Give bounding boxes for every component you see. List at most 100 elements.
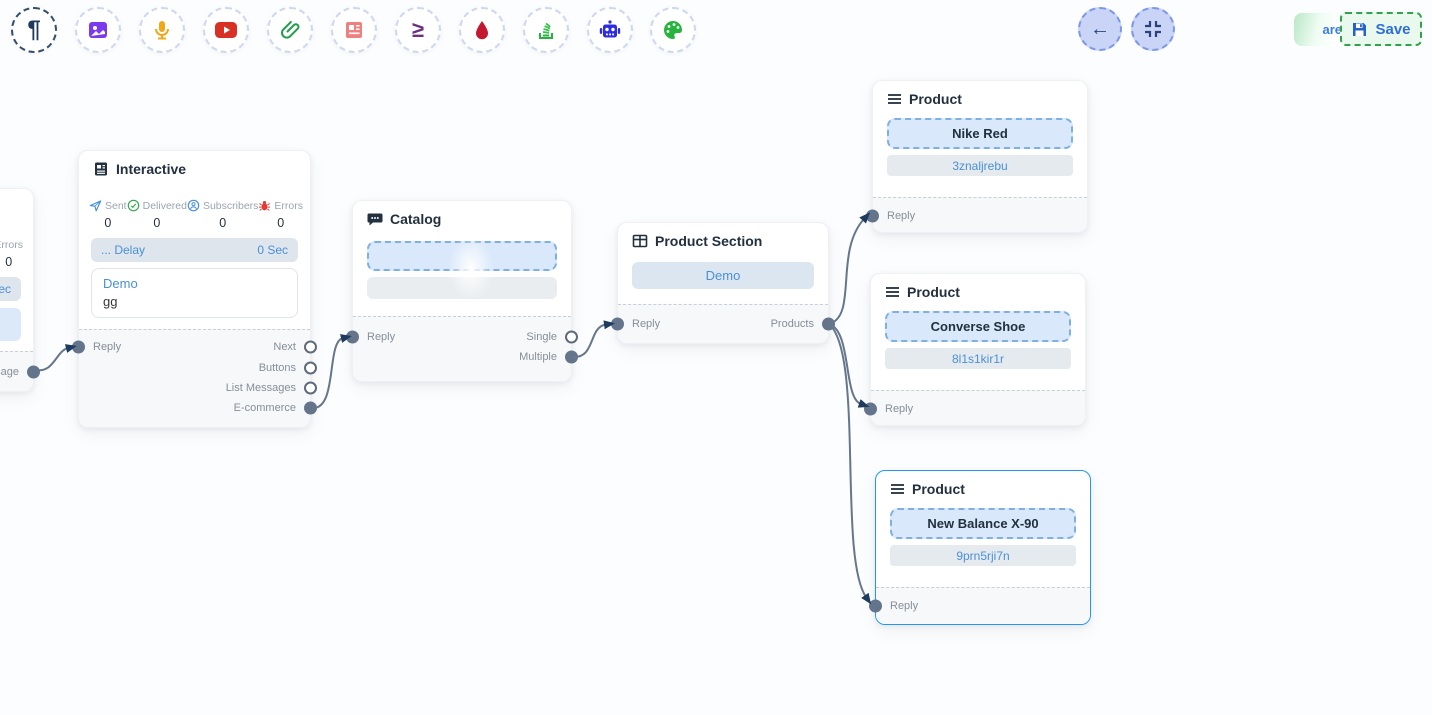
toolbar-sequence-button[interactable] (523, 7, 569, 53)
input-handle-reply[interactable] (346, 330, 359, 344)
output-label: Single (526, 331, 557, 343)
arrow-left-icon: ← (1090, 17, 1110, 40)
product-retailer-id-box[interactable]: 9prn5rji7n (890, 545, 1076, 566)
toolbar-drip-button[interactable] (459, 7, 505, 53)
edge-products-to-product-3 (828, 323, 872, 605)
output-handle-single[interactable] (565, 330, 578, 344)
product-retailer-id: 9prn5rji7n (956, 548, 1010, 563)
product-node-1[interactable]: Product Nike Red 3znaljrebu Reply (866, 80, 1088, 233)
input-handle-reply[interactable] (72, 340, 85, 354)
output-handle-ecommerce[interactable] (304, 401, 317, 415)
product-node-3[interactable]: Product New Balance X-90 9prn5rji7n Repl… (869, 470, 1091, 625)
newspaper-icon (346, 22, 362, 38)
stat-sent: Sent 0 (89, 199, 127, 230)
node-title: Product (909, 91, 962, 107)
message-content-box[interactable] (0, 308, 21, 341)
output-handle-buttons[interactable] (304, 361, 317, 374)
output-row-buttons: Buttons (79, 358, 317, 378)
menu-lines-icon (891, 484, 904, 494)
product-name-box[interactable]: Nike Red (887, 118, 1073, 149)
input-row-reply: Reply (869, 596, 1090, 616)
output-row-single: Single (353, 327, 578, 347)
catalog-image-blob (448, 235, 494, 301)
person-circle-icon (187, 199, 200, 212)
product-node-2[interactable]: Product Converse Shoe 8l1s1kir1r Reply (864, 273, 1086, 426)
save-icon (1353, 22, 1367, 36)
toolbar-condition-button[interactable]: ≥ (395, 7, 441, 53)
node-title: Interactive (116, 161, 187, 177)
stat-label: Subscribers (202, 199, 259, 212)
output-handle-products[interactable] (822, 317, 835, 331)
stat-errors: Errors 0 (0, 239, 23, 269)
save-button[interactable]: Save (1340, 12, 1422, 46)
stack-icon (539, 22, 553, 39)
product-name-box[interactable]: New Balance X-90 (890, 508, 1076, 539)
grid-table-icon (632, 234, 648, 248)
interactive-node[interactable]: Interactive Sent 0 (72, 150, 317, 428)
product-retailer-id-box[interactable]: 3znaljrebu (887, 155, 1073, 176)
input-handle-reply[interactable] (864, 402, 877, 416)
stat-delivered: Delivered 0 (127, 199, 187, 230)
stat-label: Errors (274, 199, 304, 212)
message-body: gg (103, 294, 118, 309)
message-preview-box[interactable]: Demo gg (91, 268, 298, 318)
reply-label: Reply (632, 318, 661, 330)
send-icon (89, 200, 102, 212)
toolbar-image-button[interactable] (75, 7, 121, 53)
product-retailer-id: 8l1s1kir1r (951, 351, 1005, 366)
product-retailer-id-box[interactable]: 8l1s1kir1r (885, 348, 1071, 369)
node-title: Product (907, 284, 960, 300)
node-footer: Reply Next Buttons List Messages E-comme… (72, 329, 317, 427)
output-row-next: Next (79, 337, 317, 357)
share-button-partial[interactable]: are (1294, 13, 1346, 46)
toolbar-text-button[interactable]: ¶ (11, 7, 57, 53)
delay-chip[interactable]: Sec (0, 277, 21, 301)
fit-view-button[interactable] (1131, 7, 1175, 51)
toolbar-audio-button[interactable] (139, 7, 185, 53)
image-icon (89, 22, 107, 38)
stat-value: 0 (219, 216, 227, 230)
section-name: Demo (705, 268, 741, 283)
message-node-partial[interactable]: Errors 0 Sec essage (0, 188, 40, 392)
delay-chip[interactable]: ... Delay 0 Sec (91, 238, 298, 262)
reply-label: Reply (885, 403, 914, 415)
youtube-icon (215, 22, 237, 38)
stat-errors: Errors 0 (258, 199, 303, 230)
edge-products-to-product-1 (828, 212, 871, 325)
input-handle-reply[interactable] (611, 317, 624, 331)
input-handle-reply[interactable] (869, 599, 882, 613)
node-title-row: Interactive (93, 161, 186, 177)
output-label: E-commerce (233, 402, 296, 414)
message-title: Demo (103, 276, 138, 291)
chat-dots-icon (367, 213, 383, 226)
output-handle-next[interactable] (304, 340, 317, 354)
toolbar-bot-button[interactable] (587, 7, 633, 53)
check-circle-icon (127, 199, 139, 212)
output-handle-list-messages[interactable] (304, 381, 317, 395)
product-name: New Balance X-90 (927, 516, 1039, 531)
stat-label: Delivered (142, 199, 187, 212)
toolbar-template-button[interactable] (331, 7, 377, 53)
output-handle-multiple[interactable] (565, 350, 578, 364)
toolbar-video-button[interactable] (203, 7, 249, 53)
back-button[interactable]: ← (1078, 7, 1122, 51)
node-footer: Reply Products (611, 304, 835, 343)
output-label: essage (0, 366, 19, 378)
toolbar-file-button[interactable] (267, 7, 313, 53)
toolbar-theme-button[interactable] (650, 7, 696, 53)
stat-value: 0 (277, 216, 285, 230)
bug-icon (259, 200, 271, 211)
menu-lines-icon (888, 94, 901, 104)
node-title: Product Section (655, 233, 763, 249)
node-title-row: Product (885, 284, 960, 300)
node-title-row: Product (890, 481, 965, 497)
product-name-box[interactable]: Converse Shoe (885, 311, 1071, 342)
product-section-node[interactable]: Product Section Demo Reply Products (611, 222, 835, 344)
input-handle-reply[interactable] (866, 209, 879, 223)
output-handle-message[interactable] (27, 365, 40, 379)
product-name: Converse Shoe (930, 319, 1026, 334)
section-name-box[interactable]: Demo (632, 262, 814, 289)
catalog-node[interactable]: Catalog Reply Single Multiple (346, 200, 578, 382)
output-label: List Messages (225, 382, 296, 394)
